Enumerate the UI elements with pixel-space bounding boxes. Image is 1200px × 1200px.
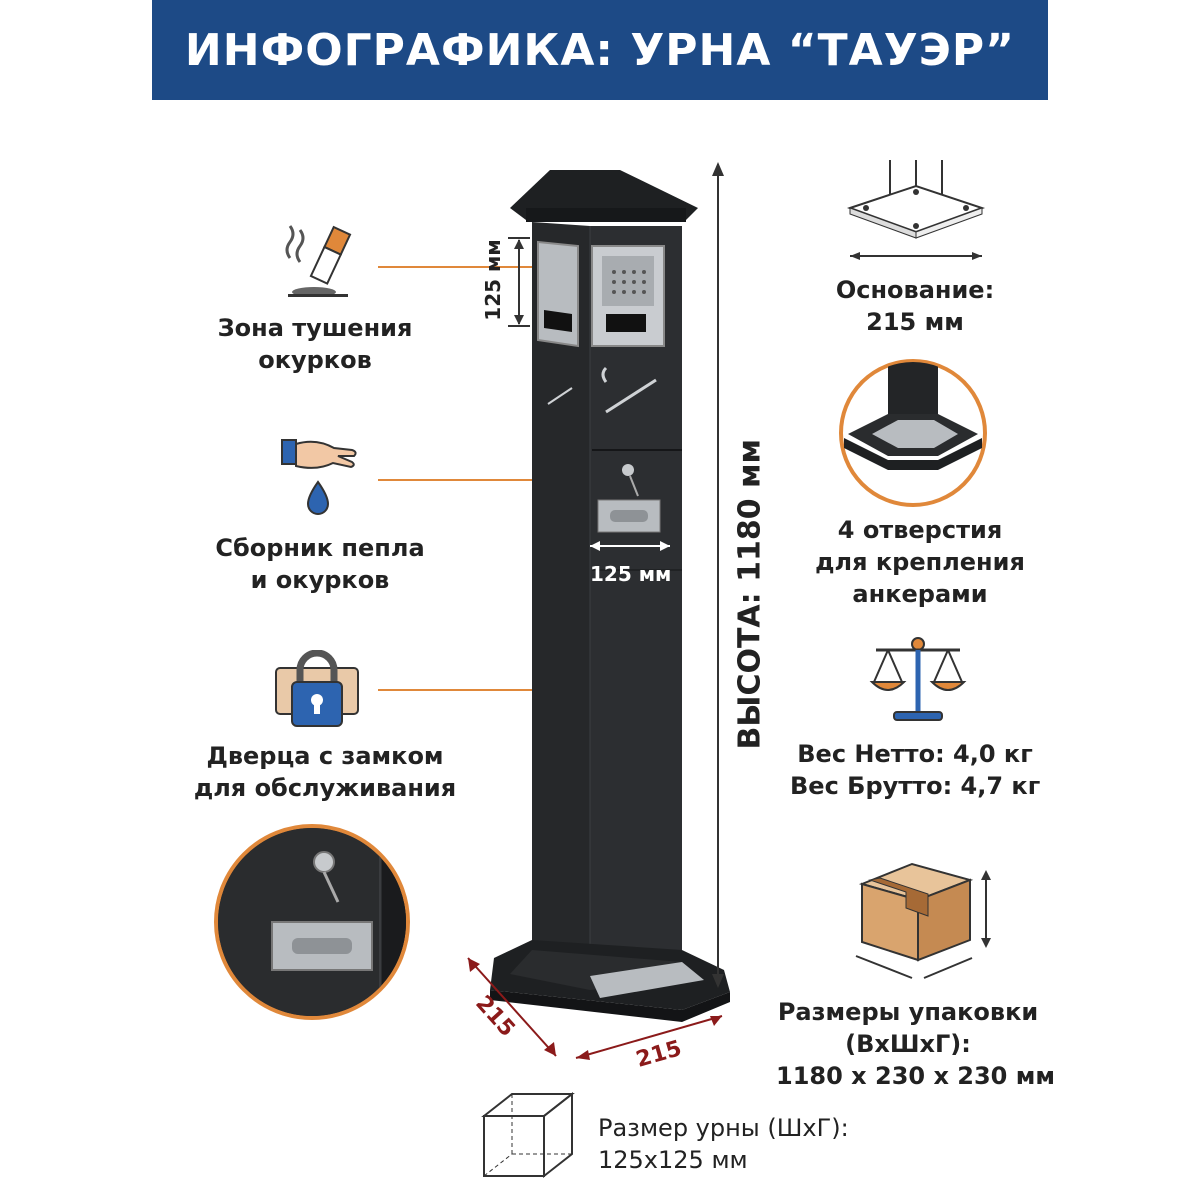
lock-closeup-image [214, 824, 410, 1020]
spec-package-label: Размеры упаковки (ВхШхГ): 1180 х 230 х 2… [776, 998, 1055, 1090]
padlock-icon [275, 650, 359, 727]
feature-door-label: Дверца с замком для обслуживания [193, 742, 457, 802]
spec-base-label: Основание: 215 мм [835, 276, 995, 336]
leader-line-extinguish [378, 266, 538, 268]
base-plate-icon [846, 160, 986, 260]
slot-height-dimension-line [508, 237, 530, 327]
leader-line-door [378, 689, 590, 691]
ashtray-tower-product-image [490, 170, 730, 1022]
height-label: ВЫСОТА: 1180 мм [732, 438, 768, 750]
base-dimension-lines [467, 957, 723, 1060]
spec-weight-label: Вес Нетто: 4,0 кг Вес Брутто: 4,7 кг [790, 740, 1041, 800]
slot-width-dimension-line [590, 541, 670, 551]
slot-width-label: 125 мм [590, 562, 672, 586]
title-banner: ИНФОГРАФИКА: УРНА “ТАУЭР” [152, 0, 1048, 100]
cube-icon [481, 1091, 575, 1179]
scales-icon [869, 637, 967, 721]
spec-holes-label: 4 отверстия для крепления анкерами [815, 516, 1025, 608]
height-dimension-line [712, 162, 724, 988]
feature-collector-label: Сборник пепла и окурков [215, 534, 425, 594]
page-title: ИНФОГРАФИКА: УРНА “ТАУЭР” [184, 24, 1016, 76]
feature-extinguish-label: Зона тушения окурков [217, 314, 413, 374]
hand-drop-icon [281, 439, 357, 515]
package-box-icon [855, 862, 991, 979]
base-closeup-image [839, 359, 987, 507]
slot-height-label: 125 мм [481, 239, 505, 321]
cigarette-icon [285, 225, 352, 297]
spec-bin-size-label: Размер урны (ШхГ): 125х125 мм [598, 1114, 849, 1174]
leader-line-collector [378, 479, 550, 481]
